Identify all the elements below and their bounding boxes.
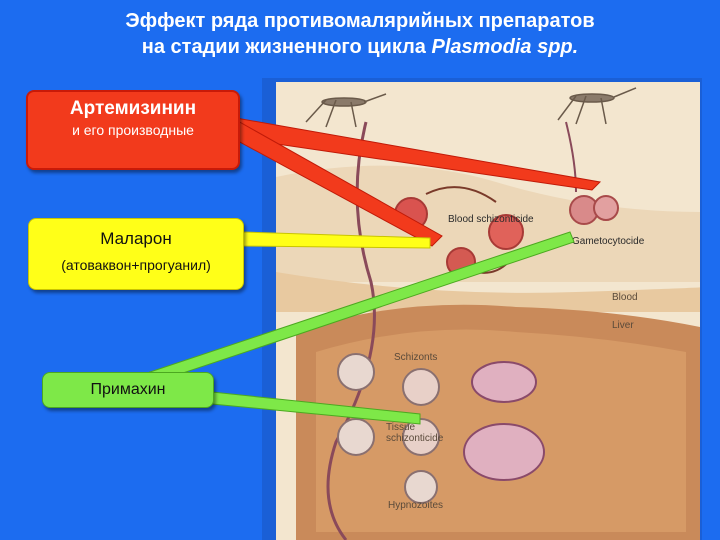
- title-line-2: на стадии жизненного цикла Plasmodia spp…: [40, 34, 680, 60]
- label-blood-schizonticide: Blood schizonticide: [448, 214, 534, 225]
- drug-box-malarone: Маларон (атоваквон+прогуанил): [28, 218, 244, 290]
- malarone-name: Маларон: [100, 229, 172, 248]
- label-hypnozoites: Hypnozoites: [388, 500, 444, 511]
- primaquine-name: Примахин: [90, 381, 166, 398]
- drug-box-artemisinin: Артемизинин и его производные: [26, 90, 240, 170]
- title-species: Plasmodia spp.: [431, 36, 579, 58]
- arrow-malarone-blood: [241, 231, 431, 249]
- label-schizonts: Schizonts: [394, 352, 438, 363]
- artemisinin-name: Артемизинин: [69, 98, 197, 119]
- mosquito-left: [305, 93, 387, 128]
- drug-box-primaquine: Примахин: [42, 372, 214, 408]
- artemisinin-detail: и его производные: [72, 122, 194, 138]
- label-gametocytocide: Gametocytocide: [572, 236, 645, 247]
- slide-title: Эффект ряда противомалярийных препаратов…: [40, 8, 680, 60]
- lifecycle-illustration: Blood schizonticide Gametocytocide Blood…: [276, 82, 700, 540]
- lifecycle-drawing: [276, 82, 700, 540]
- mosquito-right: [557, 87, 637, 125]
- label-blood: Blood: [612, 292, 638, 303]
- title-line-2-text: на стадии жизненного цикла: [141, 36, 432, 58]
- malarone-detail: (атоваквон+прогуанил): [61, 257, 211, 273]
- label-liver: Liver: [612, 320, 634, 331]
- title-line-1: Эффект ряда противомалярийных препаратов: [125, 10, 595, 32]
- label-tissue-schizonticide: Tissue schizonticide: [386, 422, 444, 444]
- arrow-primaquine-tissue: [211, 391, 421, 425]
